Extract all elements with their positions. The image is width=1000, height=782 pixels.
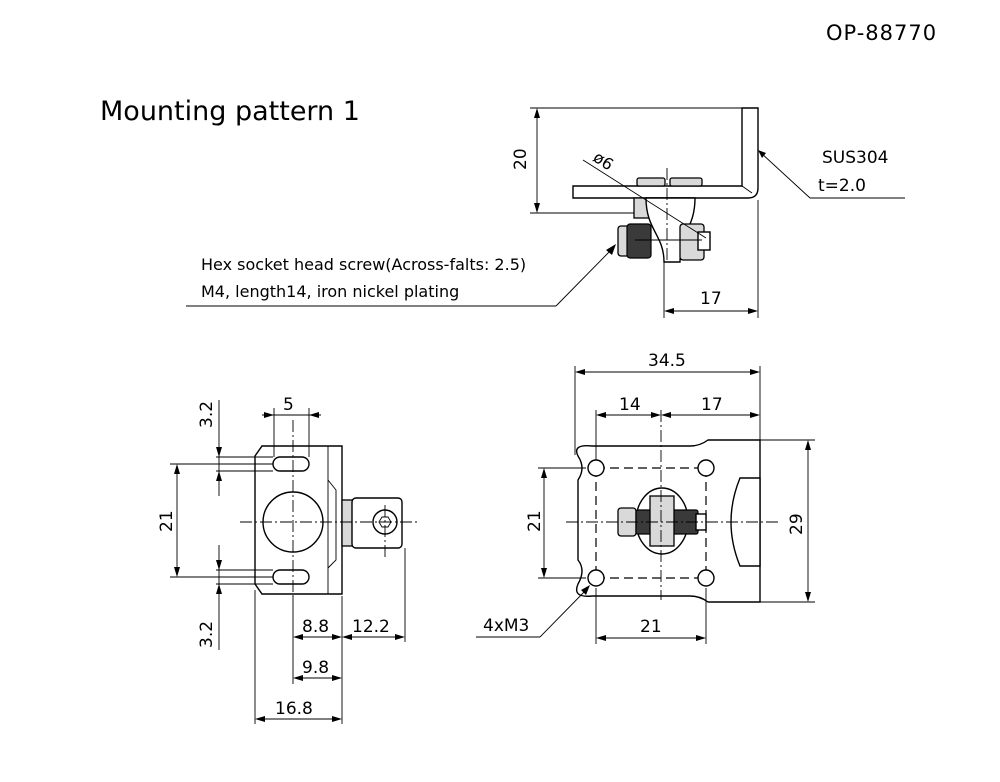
side-offset-label: 17 — [700, 289, 722, 309]
side-view: ø6 17 20 SUS304 t=2.0 Hex socket head sc… — [186, 107, 905, 318]
overall-width-label: 34.5 — [648, 351, 686, 371]
diameter-label: ø6 — [590, 147, 617, 174]
slot-bottom-label: 3.2 — [197, 621, 217, 648]
hole-pitch-horizontal-label: 21 — [640, 617, 662, 637]
slot-width-label: 5 — [283, 395, 294, 415]
thickness-label: t=2.0 — [818, 176, 866, 196]
right-front-view: 34.5 14 17 21 29 21 4xM3 — [476, 351, 815, 644]
left-front-view: 5 3.2 3.2 21 8.8 12.2 — [157, 395, 420, 724]
dim-9-8-label: 9.8 — [302, 658, 329, 678]
side-height-label: 20 — [511, 148, 531, 170]
material-label: SUS304 — [822, 148, 888, 168]
slot-top-label: 3.2 — [197, 401, 217, 428]
hole-pitch-vertical-label: 21 — [525, 510, 545, 532]
screw-note-line1: Hex socket head screw(Across-falts: 2.5) — [201, 255, 526, 274]
dim-8-8-label: 8.8 — [302, 617, 329, 637]
dim-16-8-label: 16.8 — [275, 699, 313, 719]
hole-note-label: 4xM3 — [483, 616, 529, 636]
dim-12-2-label: 12.2 — [352, 617, 390, 637]
drawing-number: OP-88770 — [826, 21, 937, 45]
overall-height-label: 29 — [787, 513, 807, 535]
screw-note-line2: M4, length14, iron nickel plating — [201, 282, 459, 301]
left-height-label: 21 — [157, 510, 177, 532]
view-title: Mounting pattern 1 — [100, 96, 360, 127]
left-part-label: 14 — [619, 395, 641, 415]
right-part-label: 17 — [701, 395, 723, 415]
